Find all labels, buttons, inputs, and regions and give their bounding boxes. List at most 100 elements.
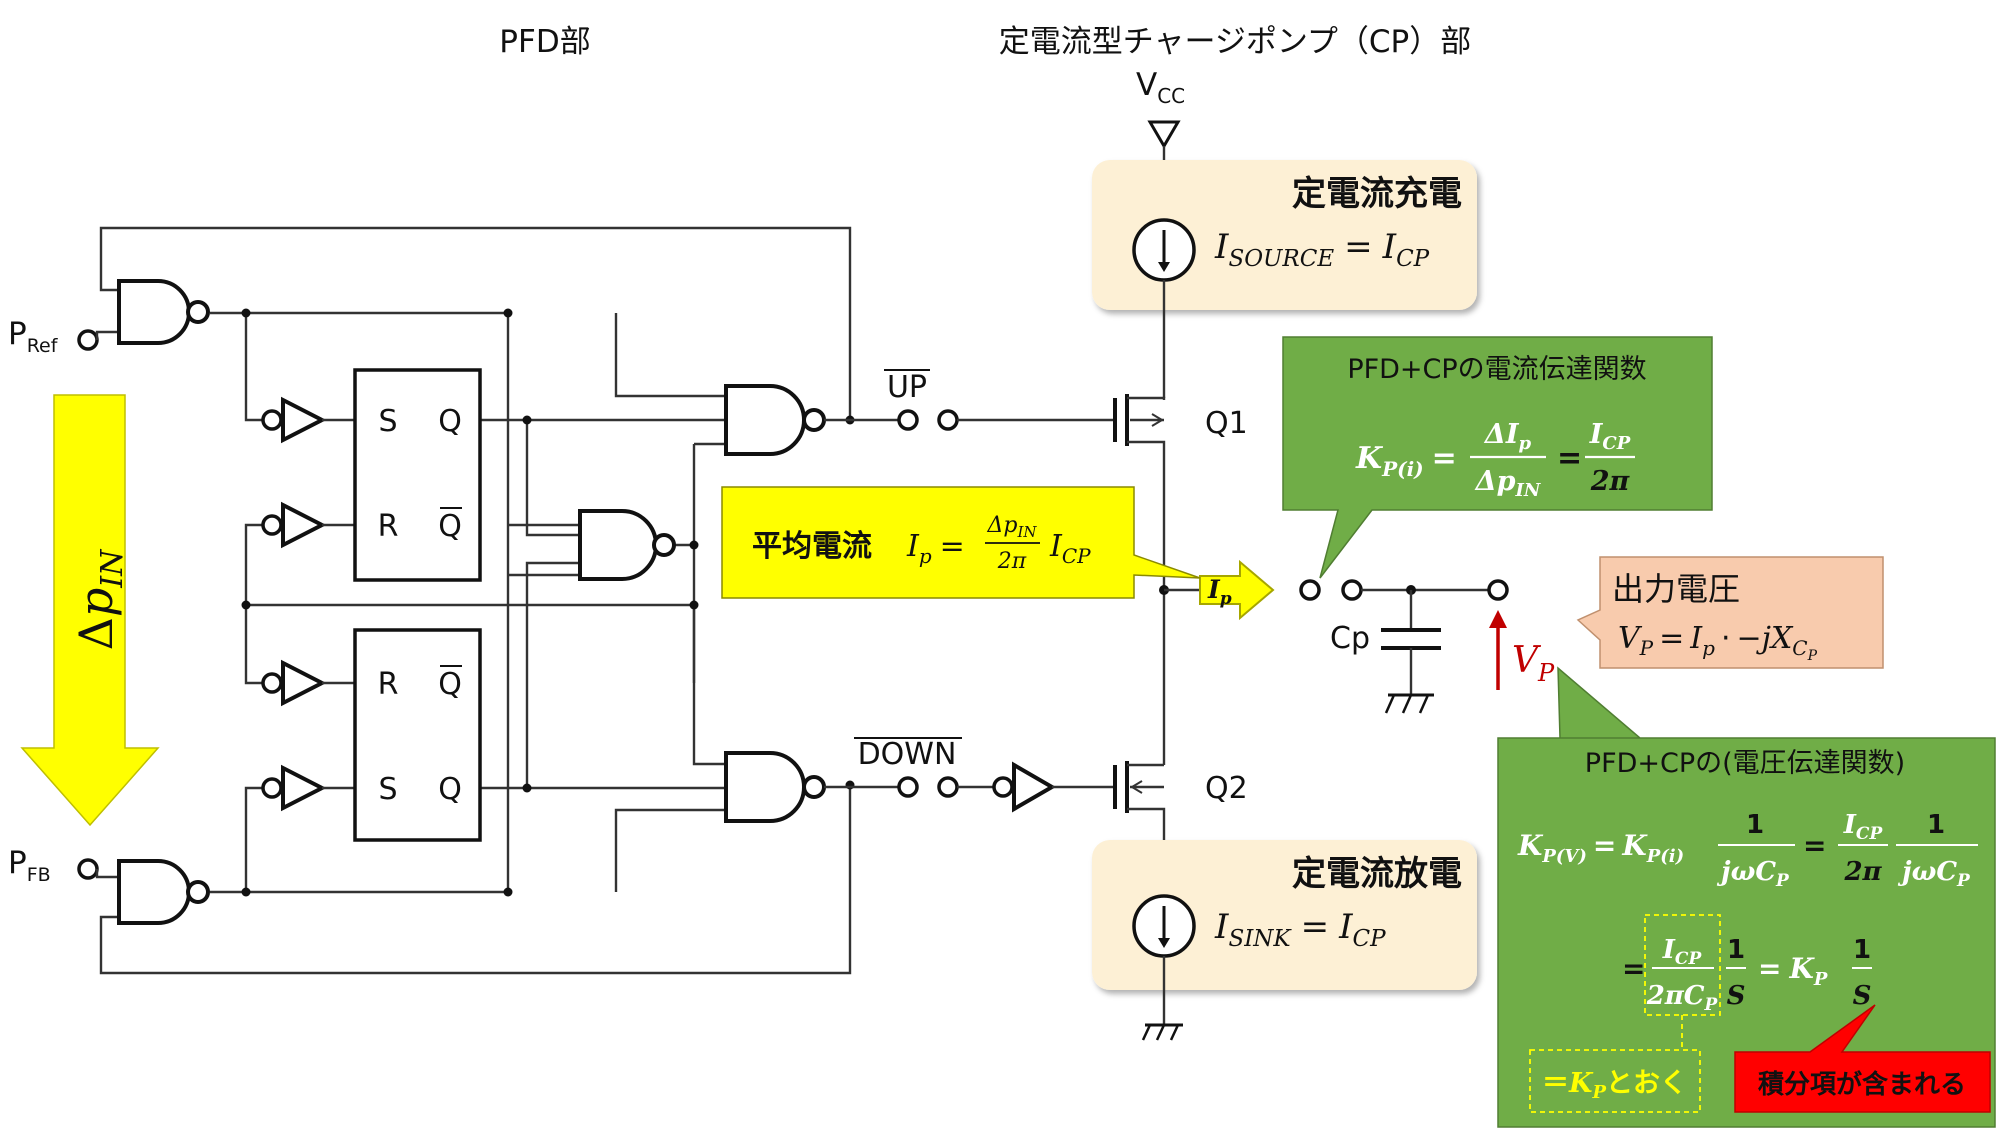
svg-text:R: R bbox=[378, 667, 399, 702]
svg-text:jωCP: jωCP bbox=[1716, 857, 1790, 891]
svg-text:ΔpIN: ΔpIN bbox=[69, 548, 130, 651]
integral-term-note-callout: 積分項が含まれる bbox=[1734, 1004, 1991, 1113]
q2-label: Q2 bbox=[1205, 771, 1248, 806]
kp-note-callout: ＝KPとおく bbox=[1529, 1015, 1701, 1113]
capacitor-cp: Cp bbox=[1330, 590, 1441, 714]
source-box-equation: ISOURCE=ICP bbox=[1214, 227, 1430, 272]
svg-text:=KP: =KP bbox=[1758, 952, 1828, 990]
ref-nand-gate bbox=[117, 279, 210, 345]
up-nand-gate bbox=[724, 384, 826, 456]
reset-nand-gate bbox=[578, 509, 676, 581]
svg-text:VCC: VCC bbox=[1136, 67, 1185, 108]
ip-arrow: Ip bbox=[1199, 559, 1275, 621]
svg-text:1: 1 bbox=[1746, 810, 1764, 840]
voltage-tf-title: PFD+CPの(電圧伝達関数) bbox=[1585, 748, 1905, 779]
svg-text:Q: Q bbox=[438, 772, 462, 807]
svg-text:VP: VP bbox=[1512, 640, 1555, 687]
svg-text:1: 1 bbox=[1727, 935, 1745, 965]
svg-text:1: 1 bbox=[1853, 935, 1871, 965]
current-sink-symbol bbox=[1132, 894, 1196, 958]
delta-symbol: Δ bbox=[69, 617, 123, 650]
inverter-s2 bbox=[261, 764, 355, 812]
kp-dashed-highlight bbox=[1644, 914, 1721, 1016]
average-current-label: 平均電流 bbox=[752, 529, 872, 564]
svg-text:ΔpIN: ΔpIN bbox=[1474, 466, 1542, 501]
svg-text:jωCP: jωCP bbox=[1897, 857, 1971, 891]
svg-text:ΔIp: ΔIp bbox=[1483, 419, 1532, 454]
current-tf-title: PFD+CPの電流伝達関数 bbox=[1347, 354, 1646, 385]
down-signal-path: DOWN bbox=[824, 737, 1115, 813]
flipflop-1: S Q R Q bbox=[353, 368, 482, 582]
svg-text:1: 1 bbox=[1927, 810, 1945, 840]
voltage-tf-line2: = ICP 2πCP 1 S =KP 1 S bbox=[1622, 914, 1872, 1016]
svg-text:KP(i)=: KP(i)= bbox=[1355, 441, 1457, 481]
sink-box-title: 定電流放電 bbox=[1292, 854, 1462, 894]
output-node bbox=[1299, 579, 1509, 601]
cp-section-title: 定電流型チャージポンプ（CP）部 bbox=[999, 24, 1471, 60]
svg-text:=: = bbox=[1622, 952, 1645, 985]
inverter-s1 bbox=[261, 396, 355, 444]
fb-nand-gate bbox=[117, 859, 210, 925]
svg-text:PRef: PRef bbox=[8, 316, 59, 357]
svg-text:=: = bbox=[1557, 441, 1582, 476]
svg-text:Ip=: Ip= bbox=[906, 529, 965, 568]
source-box-title: 定電流充電 bbox=[1292, 174, 1462, 214]
average-current-callout: 平均電流 Ip= ΔpIN 2π ICP bbox=[721, 486, 1201, 599]
svg-text:KP(V)=KP(i): KP(V)=KP(i) bbox=[1517, 829, 1684, 867]
up-signal-path: UP bbox=[824, 369, 1115, 431]
svg-text:2π: 2π bbox=[997, 549, 1027, 574]
voltage-tf-line1: KP(V)=KP(i) 1 jωCP = ICP 2π 1 jωCP bbox=[1517, 810, 1978, 891]
pfd-wiring bbox=[95, 226, 852, 975]
source-current-box: 定電流充電 ISOURCE=ICP bbox=[1092, 160, 1477, 310]
svg-text:Q: Q bbox=[438, 667, 462, 702]
svg-text:2π: 2π bbox=[1590, 466, 1631, 497]
svg-text:PFB: PFB bbox=[8, 845, 51, 886]
delta-p-in-arrow: ΔpIN bbox=[20, 394, 160, 827]
voltage-transfer-function-callout: PFD+CPの(電圧伝達関数) KP(V)=KP(i) 1 jωCP = ICP… bbox=[1497, 666, 1996, 1128]
svg-text:2π: 2π bbox=[1843, 857, 1882, 887]
pref-terminal: PRef bbox=[8, 316, 99, 357]
svg-text:S: S bbox=[1853, 981, 1872, 1011]
pfb-terminal: PFB bbox=[8, 845, 99, 886]
svg-text:2πCP: 2πCP bbox=[1646, 981, 1719, 1015]
svg-text:＝KPとおく: ＝KPとおく bbox=[1542, 1068, 1687, 1103]
svg-text:Q: Q bbox=[438, 404, 462, 439]
ground-symbol-cp bbox=[1141, 1023, 1183, 1041]
svg-text:ICP: ICP bbox=[1843, 810, 1884, 844]
delta-p: p bbox=[69, 588, 123, 617]
sink-box-equation: ISINK=ICP bbox=[1214, 907, 1386, 952]
capacitor-label: Cp bbox=[1330, 621, 1370, 656]
up-label: UP bbox=[887, 370, 927, 405]
svg-text:ICP: ICP bbox=[1589, 419, 1631, 454]
svg-text:ΔpIN: ΔpIN bbox=[986, 513, 1037, 541]
q1-label: Q1 bbox=[1205, 406, 1248, 441]
svg-text:=: = bbox=[1803, 829, 1826, 862]
output-voltage-title: 出力電圧 bbox=[1612, 570, 1740, 608]
flipflop-2: R Q S Q bbox=[353, 628, 482, 842]
down-nand-gate bbox=[724, 751, 826, 823]
svg-text:Ip: Ip bbox=[1207, 575, 1232, 609]
current-transfer-function-callout: PFD+CPの電流伝達関数 KP(i)= ΔIp ΔpIN = ICP 2π bbox=[1282, 336, 1713, 579]
inverter-r1 bbox=[261, 501, 355, 549]
svg-text:ICP: ICP bbox=[1049, 529, 1091, 568]
pfd-junctions bbox=[241, 308, 855, 897]
svg-text:R: R bbox=[378, 509, 399, 544]
vp-arrow: VP bbox=[1489, 610, 1555, 690]
q2-transistor: Q2 bbox=[1113, 600, 1248, 860]
svg-text:S: S bbox=[378, 772, 397, 807]
output-voltage-callout: 出力電圧 VP=Ip·−jXCP bbox=[1576, 556, 1884, 669]
pfd-section-title: PFD部 bbox=[499, 24, 590, 60]
svg-text:Q: Q bbox=[438, 509, 462, 544]
current-source-symbol bbox=[1132, 218, 1196, 282]
svg-text:S: S bbox=[1727, 981, 1746, 1011]
svg-text:積分項が含まれる: 積分項が含まれる bbox=[1758, 1069, 1966, 1100]
delta-p-sub: IN bbox=[95, 548, 130, 589]
svg-text:VP=Ip·−jXCP: VP=Ip·−jXCP bbox=[1618, 621, 1818, 664]
q1-transistor: Q1 bbox=[1113, 394, 1248, 600]
inverter-r2 bbox=[261, 659, 355, 707]
down-label: DOWN bbox=[858, 737, 957, 772]
svg-text:ICP: ICP bbox=[1662, 935, 1703, 969]
svg-text:S: S bbox=[378, 404, 397, 439]
sink-current-box: 定電流放電 ISINK=ICP bbox=[1092, 840, 1477, 990]
